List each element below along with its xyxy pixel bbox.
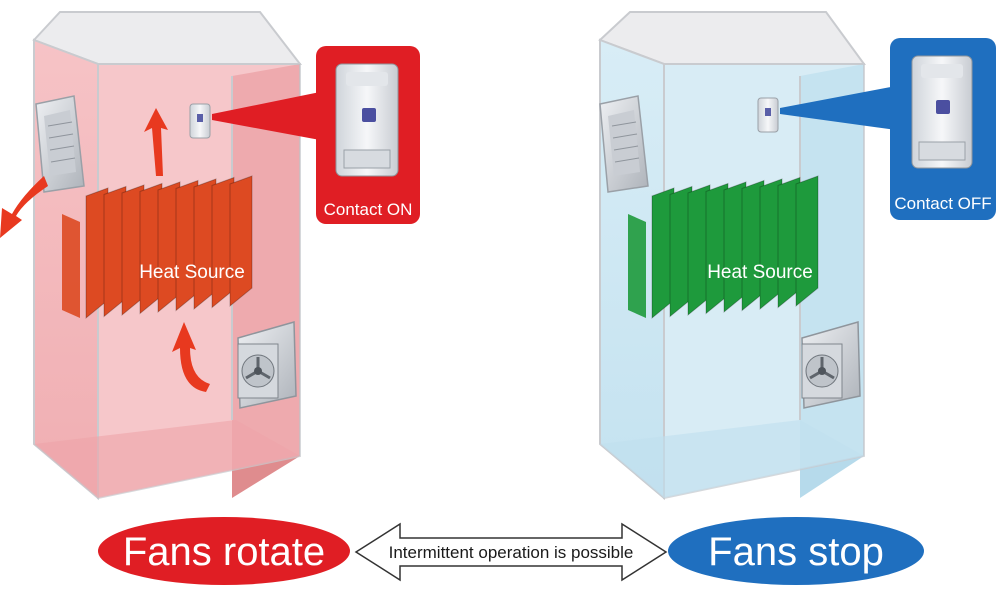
fan-filter-unit-icon: [801, 321, 861, 409]
airflow-arrow-icon: [0, 176, 48, 238]
fans-rotate-pill: Fans rotate: [98, 517, 350, 585]
heat-source-label: Heat Source: [139, 262, 245, 283]
fans-rotate-label: Fans rotate: [123, 530, 325, 574]
heat-source-label: Heat Source: [707, 262, 813, 283]
airflow-arrow-icon: [172, 322, 210, 392]
thermostat-icon: [757, 97, 779, 133]
fans-stop-pill: Fans stop: [668, 517, 924, 585]
callout-contact-on: Contact ON: [316, 46, 420, 224]
heat-fin: [229, 175, 253, 308]
callout-label: Contact OFF: [894, 194, 991, 213]
airflow-arrow-icon: [144, 108, 168, 176]
heat-source-fins: [628, 175, 819, 320]
callout-contact-off: Contact OFF: [890, 38, 996, 220]
fin-plate: [62, 214, 80, 318]
double-arrow-icon: Intermittent operation is possible: [354, 522, 668, 582]
exhaust-filter-icon: [35, 95, 85, 193]
heat-fin: [795, 175, 819, 308]
exhaust-filter-icon: [599, 95, 649, 193]
fans-stop-label: Fans stop: [708, 530, 884, 574]
fan-filter-unit-icon: [237, 321, 297, 409]
callout-label: Contact ON: [324, 200, 413, 219]
intermittent-label: Intermittent operation is possible: [389, 543, 634, 562]
fin-plate: [628, 214, 646, 318]
heat-source-fins: [62, 175, 253, 320]
thermostat-icon: [189, 103, 211, 139]
